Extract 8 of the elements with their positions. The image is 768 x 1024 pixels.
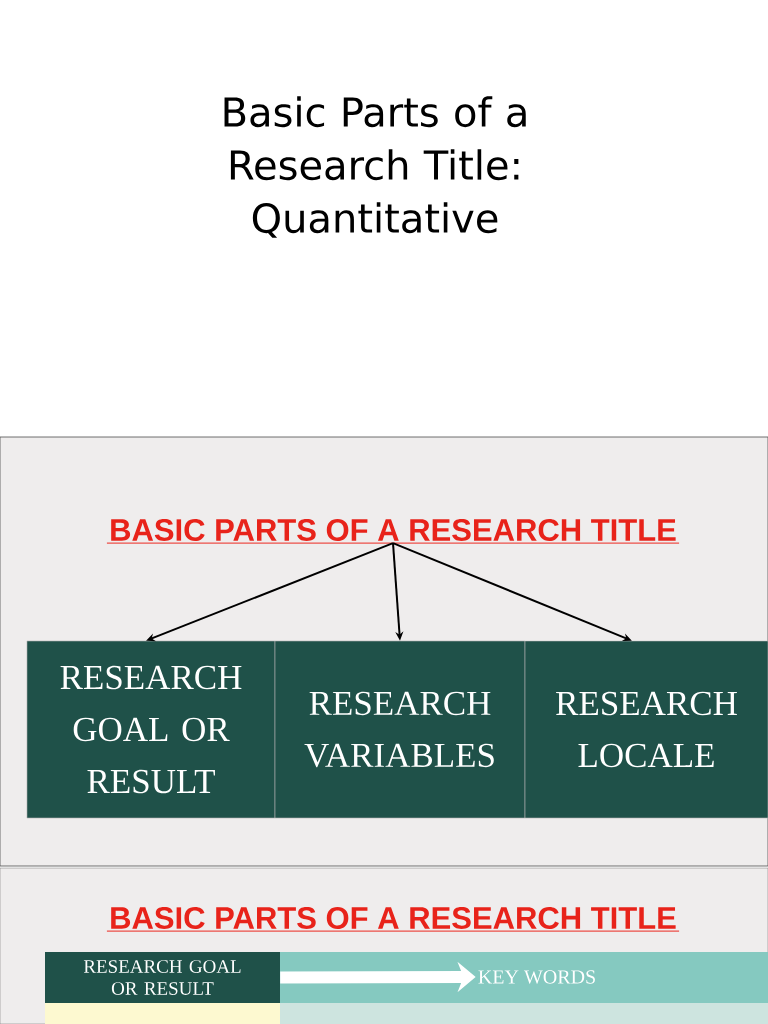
heading: BASIC PARTS OF A RESEARCH TITLE [111, 907, 676, 929]
cell-text: KEY WORDS [478, 970, 595, 984]
table-cell: RESEARCH GOAL OR RESULT [45, 952, 280, 1003]
category-box: RESEARCH VARIABLES [274, 640, 526, 819]
page-title: Basic Parts of a Research Title: Quantitative [224, 96, 526, 238]
category-box: RESEARCH GOAL OR RESULT [26, 640, 276, 819]
category-box: RESEARCH LOCALE [524, 640, 768, 819]
heading: BASIC PARTS OF A RESEARCH TITLE [111, 519, 676, 541]
